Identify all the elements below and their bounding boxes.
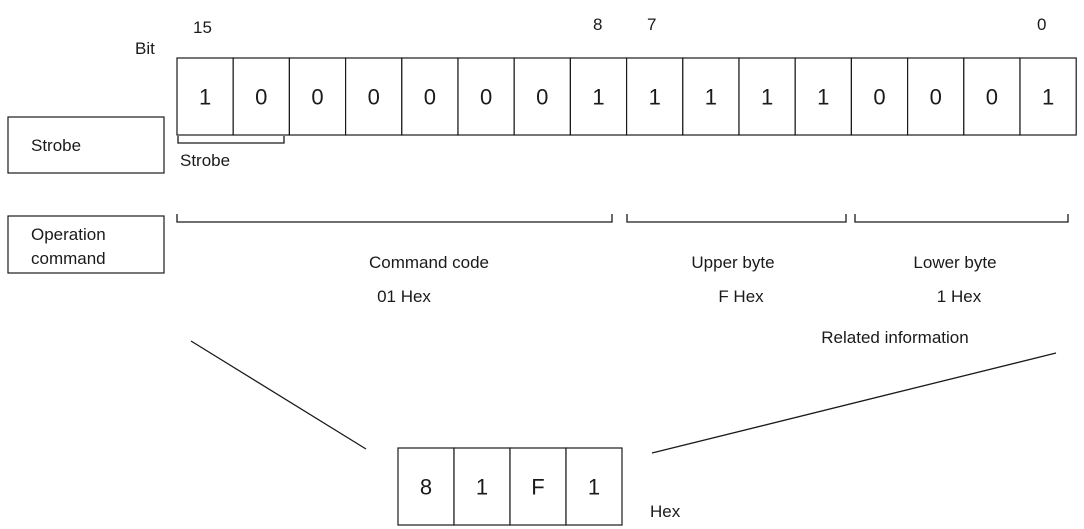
bit-value: 0	[368, 85, 380, 110]
bit-row: 1 0 0 0 0 0 0 1 1 1 1 1 0 0 0 1	[176, 57, 1077, 136]
bit-cell	[288, 57, 347, 136]
bit-value: 1	[199, 85, 211, 110]
hex-value: 1	[476, 475, 488, 500]
upper-byte-value: F Hex	[718, 287, 764, 306]
left-connector-line	[190, 340, 367, 450]
bit-cell	[906, 57, 965, 136]
strobe-box	[7, 116, 165, 174]
bit-value: 0	[424, 85, 436, 110]
command-code-value: 01 Hex	[377, 287, 431, 306]
bit-number-0: 0	[1037, 15, 1046, 34]
bit-cell	[625, 57, 684, 136]
bit-number-7: 7	[647, 15, 656, 34]
strobe-bracket-label: Strobe	[180, 151, 230, 170]
bit-value: 1	[649, 85, 661, 110]
hex-cell	[397, 447, 455, 526]
bit-value: 1	[592, 85, 604, 110]
right-connector-line	[651, 352, 1057, 454]
bit-cell	[232, 57, 290, 136]
bit-cell	[176, 57, 234, 136]
bit-value: 0	[255, 85, 267, 110]
bit-number-8: 8	[593, 15, 602, 34]
hex-cell	[565, 447, 623, 526]
strobe-box-label: Strobe	[31, 136, 81, 155]
hex-value: 8	[420, 475, 432, 500]
upper-byte-title: Upper byte	[691, 253, 774, 272]
hex-value: F	[531, 475, 544, 500]
bit-cell	[513, 57, 572, 136]
hex-cell	[453, 447, 511, 526]
bit-value: 0	[480, 85, 492, 110]
bit-value: 0	[536, 85, 548, 110]
bit-value: 1	[817, 85, 829, 110]
command-code-title: Command code	[369, 253, 489, 272]
hex-label: Hex	[650, 502, 681, 521]
related-information-label: Related information	[821, 328, 968, 347]
bit-value: 0	[986, 85, 998, 110]
operation-command-label-line2: command	[31, 249, 106, 268]
operation-command-label-line1: Operation	[31, 225, 106, 244]
bit-value: 1	[761, 85, 773, 110]
bit-value: 0	[930, 85, 942, 110]
bit-cell	[401, 57, 459, 136]
bit-number-15: 15	[193, 18, 212, 37]
command-code-bracket	[176, 214, 613, 223]
operation-command-box	[7, 215, 165, 274]
hex-value: 1	[588, 475, 600, 500]
lower-byte-value: 1 Hex	[937, 287, 982, 306]
bit-cell	[457, 57, 515, 136]
bit-cell	[569, 57, 628, 136]
bit-cell	[682, 57, 740, 136]
strobe-bracket	[177, 136, 285, 144]
lower-byte-bracket	[854, 214, 1069, 223]
hex-row: 8 1 F 1	[397, 447, 623, 526]
bit-cell	[794, 57, 853, 136]
lower-byte-title: Lower byte	[913, 253, 996, 272]
bit-label: Bit	[135, 39, 155, 58]
bit-cell	[1019, 57, 1077, 136]
upper-byte-bracket	[626, 214, 847, 223]
bit-value: 0	[311, 85, 323, 110]
hex-cell	[509, 447, 567, 526]
bit-value: 1	[1042, 85, 1054, 110]
bit-value: 1	[705, 85, 717, 110]
bit-cell	[850, 57, 909, 136]
bit-value: 0	[873, 85, 885, 110]
